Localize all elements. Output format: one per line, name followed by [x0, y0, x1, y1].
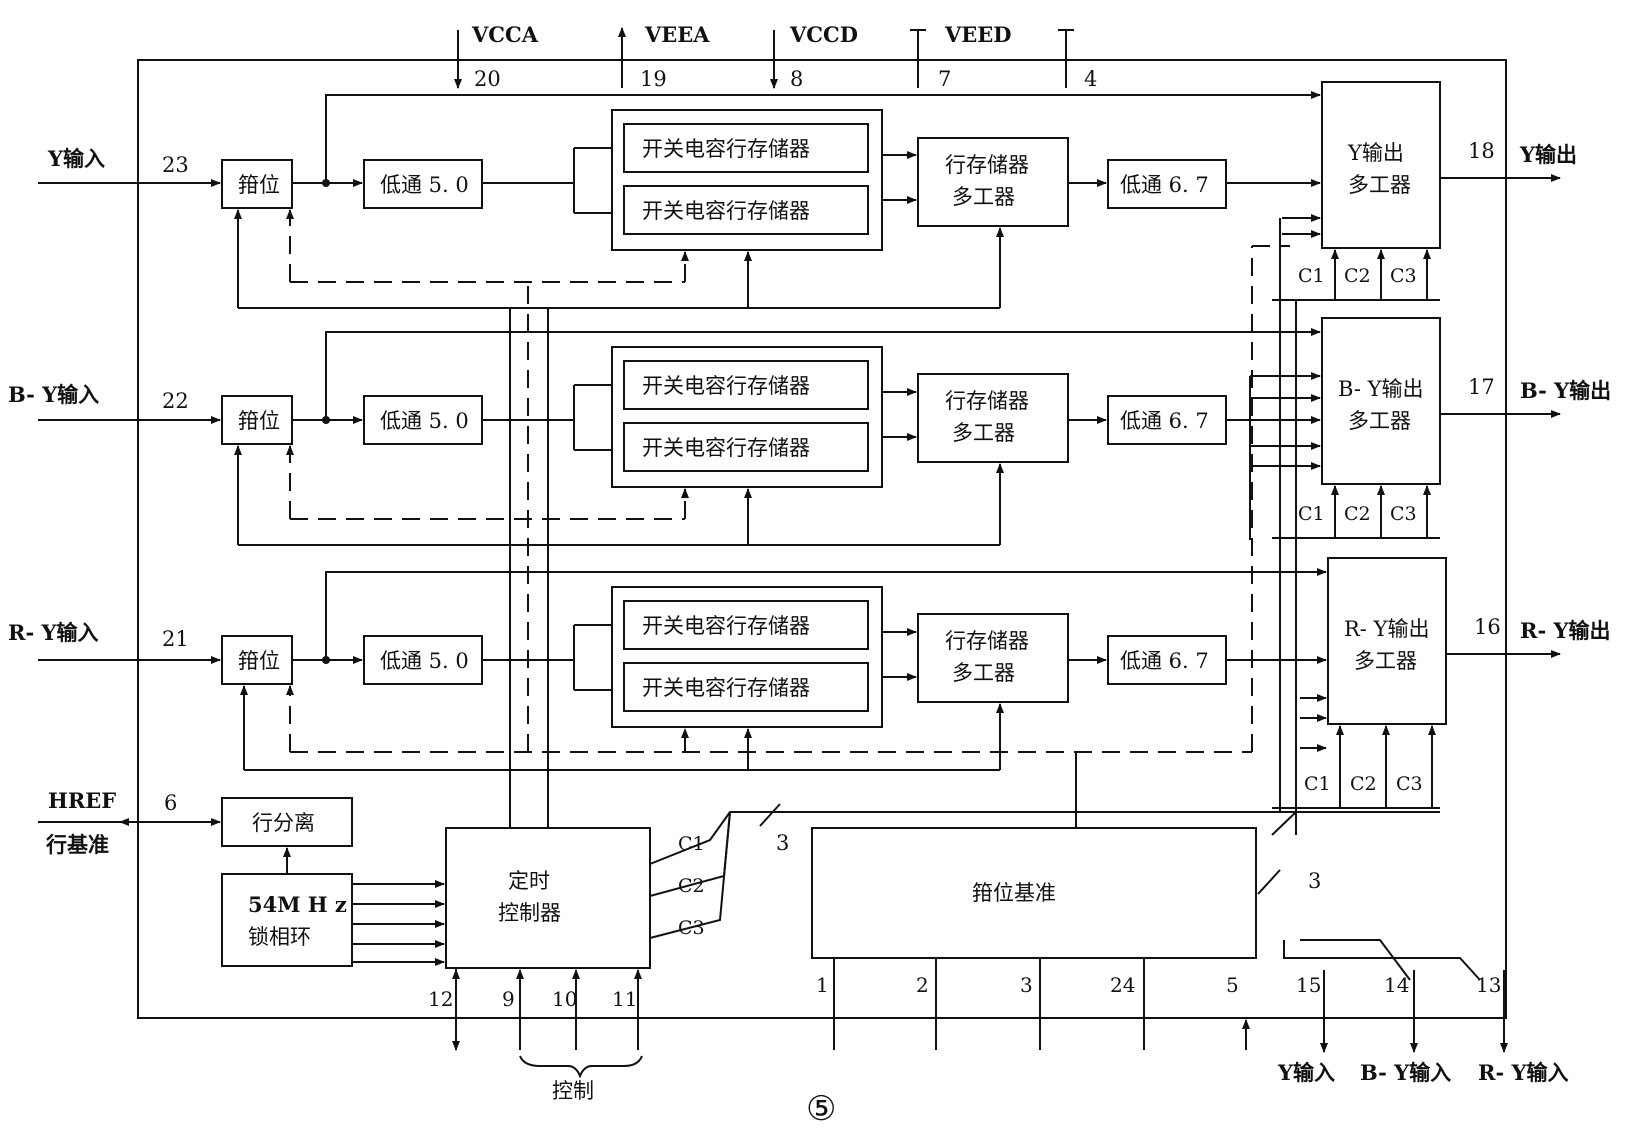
svg-text:Y输入: Y输入 — [47, 146, 105, 171]
svg-text:多工器: 多工器 — [952, 185, 1015, 209]
svg-text:16: 16 — [1474, 615, 1501, 639]
power-pins: VCCA 20 VEEA 19 VCCD 8 VEED 7 4 — [454, 22, 1097, 91]
svg-text:15: 15 — [1296, 973, 1321, 997]
svg-text:箝位: 箝位 — [238, 409, 280, 433]
svg-text:多工器: 多工器 — [1348, 409, 1411, 433]
svg-text:低通 6. 7: 低通 6. 7 — [1120, 649, 1209, 673]
svg-text:R- Y输入: R- Y输入 — [1478, 1060, 1568, 1085]
svg-text:54M H z: 54M H z — [248, 892, 347, 917]
svg-text:箝位: 箝位 — [238, 173, 280, 197]
svg-text:C1: C1 — [1304, 773, 1331, 795]
svg-text:R- Y输入: R- Y输入 — [8, 620, 98, 645]
svg-text:Y输出: Y输出 — [1347, 141, 1404, 165]
figure-number: ⑤ — [806, 1089, 836, 1129]
control-buses — [509, 218, 1440, 835]
svg-text:7: 7 — [938, 67, 951, 91]
svg-text:低通 5. 0: 低通 5. 0 — [380, 649, 469, 673]
svg-text:R- Y输出: R- Y输出 — [1520, 618, 1610, 643]
svg-text:C1: C1 — [1298, 265, 1325, 287]
svg-text:行存储器: 行存储器 — [945, 389, 1029, 413]
svg-text:1: 1 — [816, 973, 829, 997]
svg-text:12: 12 — [428, 987, 453, 1011]
chip-outline — [137, 59, 1507, 1019]
svg-text:锁相环: 锁相环 — [248, 925, 311, 949]
svg-text:9: 9 — [502, 987, 515, 1011]
svg-text:5: 5 — [1226, 973, 1239, 997]
row-ry: R- Y输入 21 箝位 低通 5. 0 开关电容行存储器 开关电容行存储器 行… — [8, 245, 1610, 808]
svg-text:19: 19 — [640, 67, 667, 91]
svg-text:行存储器: 行存储器 — [945, 153, 1029, 177]
svg-text:开关电容行存储器: 开关电容行存储器 — [642, 137, 810, 161]
row-y: Y输入 23 箝位 低通 5. 0 开关电容行存储器 开关电容行存储器 行存储器… — [38, 81, 1577, 309]
svg-text:C2: C2 — [1344, 265, 1371, 287]
svg-text:C3: C3 — [1396, 773, 1423, 795]
svg-text:多工器: 多工器 — [952, 421, 1015, 445]
svg-text:开关电容行存储器: 开关电容行存储器 — [642, 374, 810, 398]
svg-text:17: 17 — [1468, 375, 1495, 399]
svg-text:定时: 定时 — [508, 869, 550, 893]
svg-text:4: 4 — [1084, 67, 1097, 91]
clamp-reference: 箝位基准 3 1 2 3 24 5 15 14 13 — [811, 752, 1508, 1053]
svg-text:VCCD: VCCD — [789, 22, 858, 47]
svg-text:多工器: 多工器 — [1348, 173, 1411, 197]
svg-text:R- Y输出: R- Y输出 — [1344, 617, 1429, 641]
svg-text:Y输入: Y输入 — [1277, 1060, 1335, 1085]
svg-text:B- Y输入: B- Y输入 — [1360, 1060, 1451, 1085]
svg-text:VCCA: VCCA — [471, 22, 539, 47]
timing-section: HREF 行基准 6 行分离 54M H z 锁相环 定时 控制器 C1 C2 … — [38, 788, 1440, 1103]
svg-text:多工器: 多工器 — [1354, 649, 1417, 673]
svg-text:低通 6. 7: 低通 6. 7 — [1120, 409, 1209, 433]
svg-text:VEEA: VEEA — [644, 22, 710, 47]
row-by: B- Y输入 22 箝位 低通 5. 0 开关电容行存储器 开关电容行存储器 行… — [8, 317, 1611, 546]
svg-text:13: 13 — [1476, 973, 1501, 997]
svg-text:6: 6 — [164, 791, 177, 815]
svg-text:B- Y输出: B- Y输出 — [1520, 378, 1611, 403]
svg-text:3: 3 — [1020, 973, 1033, 997]
svg-text:低通 6. 7: 低通 6. 7 — [1120, 173, 1209, 197]
svg-text:HREF: HREF — [48, 788, 116, 813]
svg-text:24: 24 — [1110, 973, 1135, 997]
svg-text:23: 23 — [162, 153, 189, 177]
svg-text:C3: C3 — [1390, 503, 1417, 525]
svg-text:行存储器: 行存储器 — [945, 629, 1029, 653]
svg-text:3: 3 — [776, 831, 789, 855]
svg-text:B- Y输入: B- Y输入 — [8, 382, 99, 407]
svg-text:Y输出: Y输出 — [1519, 142, 1577, 167]
svg-text:C1: C1 — [1298, 503, 1325, 525]
svg-text:开关电容行存储器: 开关电容行存储器 — [642, 199, 810, 223]
svg-text:18: 18 — [1468, 139, 1495, 163]
svg-text:8: 8 — [790, 67, 803, 91]
bottom-inputs: Y输入 B- Y输入 R- Y输入 — [1277, 1060, 1568, 1085]
svg-text:控制器: 控制器 — [498, 901, 561, 925]
svg-text:开关电容行存储器: 开关电容行存储器 — [642, 676, 810, 700]
svg-text:C3: C3 — [1390, 265, 1417, 287]
svg-text:VEED: VEED — [944, 22, 1012, 47]
svg-text:控制: 控制 — [552, 1079, 594, 1103]
svg-text:C2: C2 — [1344, 503, 1371, 525]
svg-text:行基准: 行基准 — [45, 832, 109, 857]
svg-text:2: 2 — [916, 973, 929, 997]
svg-text:低通 5. 0: 低通 5. 0 — [380, 173, 469, 197]
svg-text:C2: C2 — [678, 875, 705, 897]
svg-text:11: 11 — [612, 987, 637, 1011]
svg-text:行分离: 行分离 — [252, 811, 315, 835]
svg-text:开关电容行存储器: 开关电容行存储器 — [642, 436, 810, 460]
svg-text:箝位基准: 箝位基准 — [972, 881, 1056, 905]
svg-text:14: 14 — [1384, 973, 1409, 997]
svg-text:箝位: 箝位 — [238, 649, 280, 673]
svg-text:开关电容行存储器: 开关电容行存储器 — [642, 614, 810, 638]
svg-text:C2: C2 — [1350, 773, 1377, 795]
svg-text:低通 5. 0: 低通 5. 0 — [380, 409, 469, 433]
svg-text:B- Y输出: B- Y输出 — [1338, 377, 1423, 401]
svg-text:21: 21 — [162, 627, 189, 651]
svg-text:10: 10 — [552, 987, 577, 1011]
svg-text:22: 22 — [162, 389, 189, 413]
svg-text:多工器: 多工器 — [952, 661, 1015, 685]
svg-text:20: 20 — [474, 67, 501, 91]
svg-text:3: 3 — [1308, 869, 1321, 893]
